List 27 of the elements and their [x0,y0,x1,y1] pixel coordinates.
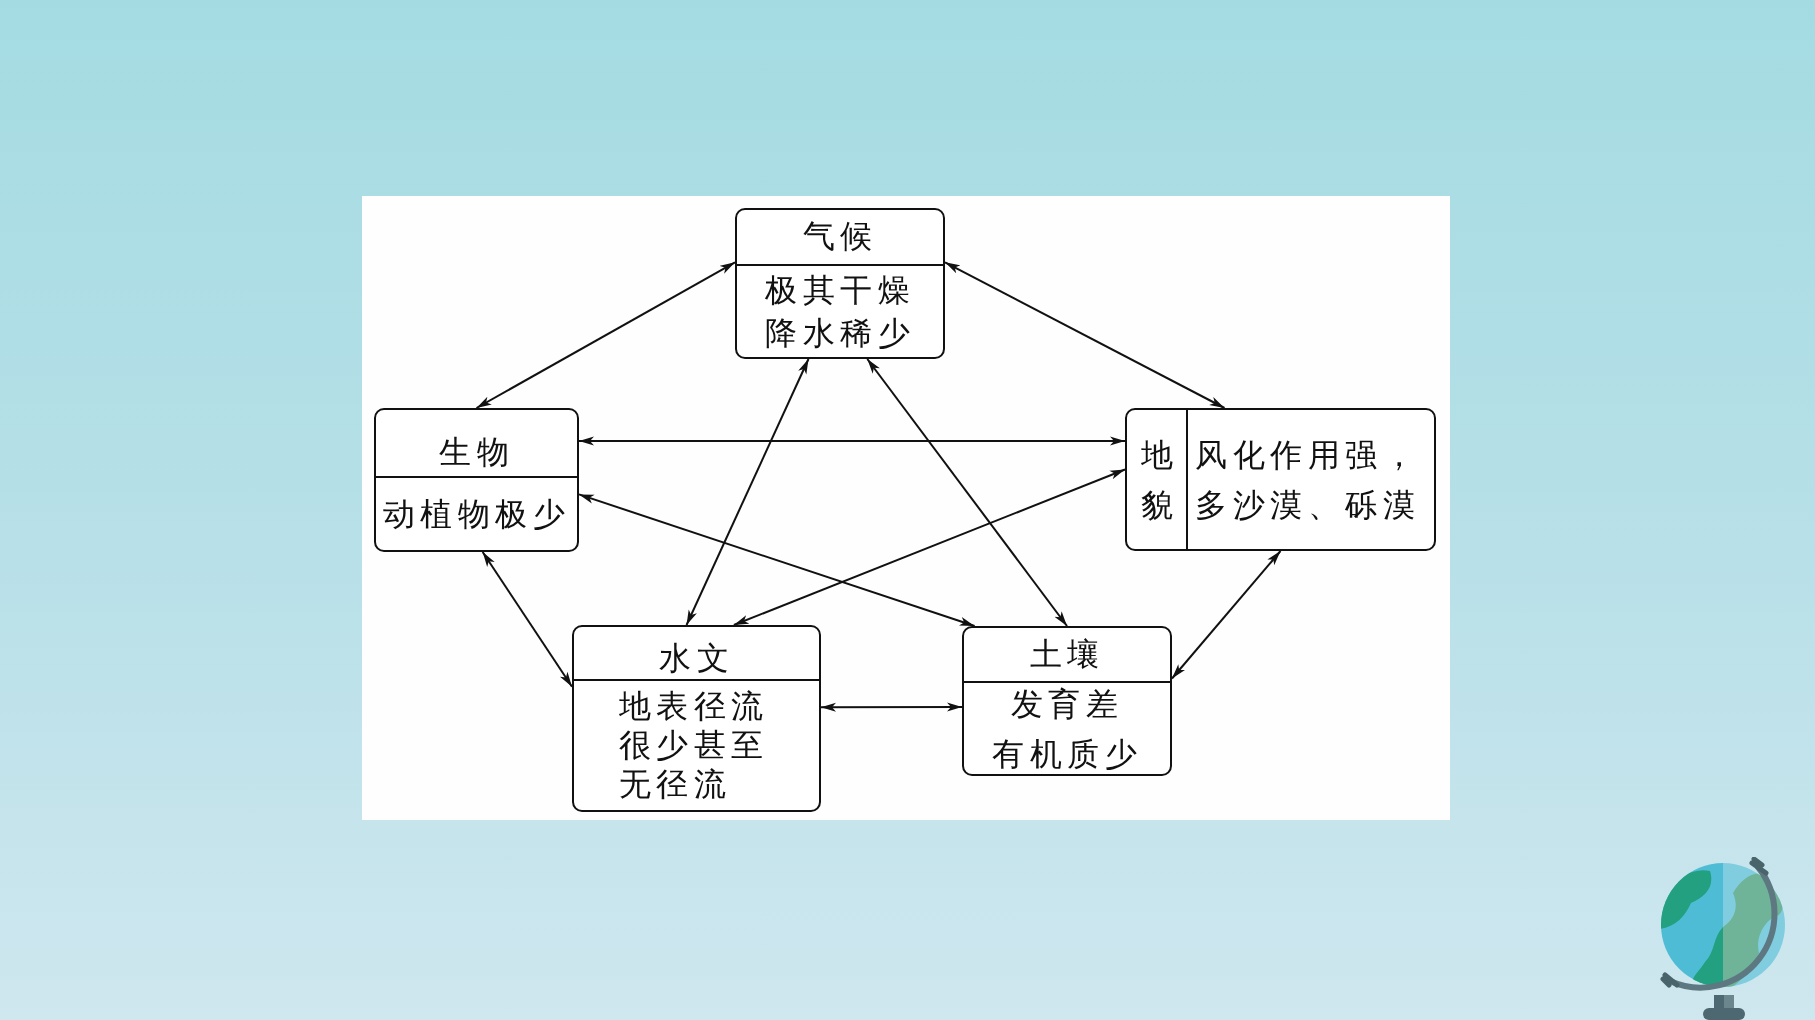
box-text: 地表径流很少甚至无径流 [618,687,770,804]
arrow [866,358,1068,627]
box-text: 发育差 [1010,683,1124,724]
arrow [1171,550,1282,680]
factor-box [1125,408,1436,551]
box-text: 风化作用强，多沙漠、砾漠 [1195,434,1421,526]
factor-box [962,626,1172,776]
box-heading: 水文 [574,627,819,681]
box-heading: 土壤 [964,628,1170,683]
factor-box [374,408,579,552]
arrow [475,261,736,409]
arrow [732,468,1126,626]
arrow [481,551,573,688]
arrow [820,702,963,712]
arrow [578,436,1126,446]
box-heading: 地貌 [1127,410,1188,549]
box-text: 动植物极少 [382,493,571,535]
box-heading: 气候 [737,210,943,266]
factor-box [572,625,821,812]
box-heading: 生物 [376,410,577,478]
factor-box [735,208,945,359]
arrow [578,493,976,627]
arrow [685,358,810,626]
box-text: 极其干燥 [765,269,915,311]
box-text: 降水稀少 [765,312,915,354]
arrow [944,261,1226,409]
box-text: 有机质少 [992,733,1142,774]
